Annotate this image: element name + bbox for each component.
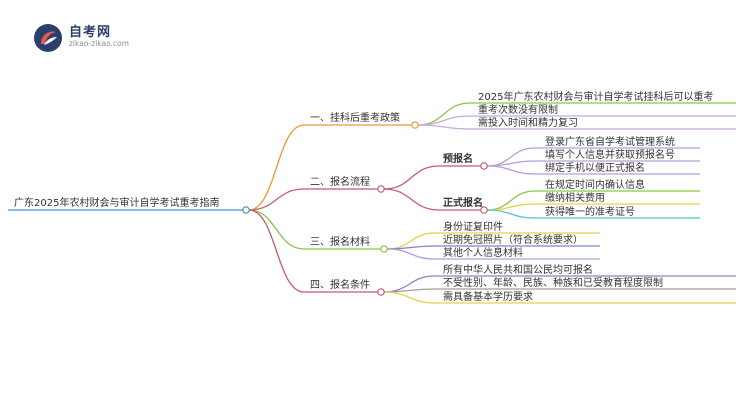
- leaf-topic: 在规定时间内确认信息: [545, 178, 645, 191]
- leaf-topic: 填写个人信息并获取预报名号: [545, 148, 675, 161]
- leaf-topic: 需具备基本学历要求: [443, 290, 533, 303]
- branch-node: [380, 245, 388, 253]
- root-topic: 广东2025年农村财会与审计自学考试重考指南: [14, 196, 219, 209]
- leaf-topic: 不受性别、年龄、民族、种族和已受教育程度限制: [443, 276, 663, 289]
- branch-topic: 四、报名条件: [310, 278, 370, 291]
- branch-connector: [248, 124, 305, 211]
- leaf-topic: 重考次数没有限制: [478, 103, 558, 116]
- leaf-topic: 绑定手机以便正式报名: [545, 161, 645, 174]
- leaf-connector: [417, 124, 471, 130]
- subbranch-connector: [383, 188, 440, 211]
- branch-node: [411, 121, 419, 129]
- branch-topic: 一、挂科后重考政策: [310, 111, 400, 124]
- leaf-topic: 近期免冠照片（符合系统要求）: [443, 233, 583, 246]
- root-node: [242, 206, 250, 214]
- leaf-topic: 身份证复印件: [443, 220, 503, 233]
- leaf-topic: 其他个人信息材料: [443, 246, 523, 259]
- logo-name: 自考网: [69, 25, 112, 40]
- subbranch-topic: 预报名: [443, 152, 473, 165]
- site-logo[interactable]: 自考网 zikao-zikao.com: [28, 20, 168, 56]
- branch-topic: 二、报名流程: [310, 175, 370, 188]
- leaf-topic: 获得唯一的准考证号: [545, 205, 635, 218]
- logo-url: zikao-zikao.com: [69, 39, 129, 48]
- branch-topic: 三、报名材料: [310, 235, 370, 248]
- leaf-topic: 所有中华人民共和国公民均可报名: [443, 263, 593, 276]
- branch-connector: [248, 209, 305, 250]
- subbranch-connector: [383, 165, 440, 190]
- leaf-connector: [486, 209, 536, 219]
- leaf-topic: 2025年广东农村财会与审计自学考试挂科后可以重考: [478, 90, 713, 103]
- branch-node: [377, 185, 385, 193]
- subbranch-topic: 正式报名: [443, 196, 483, 209]
- leaf-connector: [486, 160, 536, 167]
- leaf-connector: [386, 248, 436, 260]
- branch-connector: [248, 188, 305, 211]
- zk-logo-icon: [34, 24, 62, 52]
- subbranch-node: [480, 206, 488, 214]
- leaf-connector: [386, 245, 436, 250]
- leaf-topic: 缴纳相关费用: [545, 191, 605, 204]
- leaf-connector: [383, 291, 436, 304]
- leaf-topic: 需投入时间和精力复习: [478, 116, 578, 129]
- leaf-connector: [486, 203, 536, 211]
- leaf-topic: 登录广东省自学考试管理系统: [545, 135, 675, 148]
- leaf-connector: [417, 102, 471, 126]
- leaf-connector: [383, 288, 436, 293]
- leaf-connector: [486, 165, 536, 175]
- subbranch-node: [480, 162, 488, 170]
- branch-connector: [248, 209, 305, 293]
- branch-node: [377, 288, 385, 296]
